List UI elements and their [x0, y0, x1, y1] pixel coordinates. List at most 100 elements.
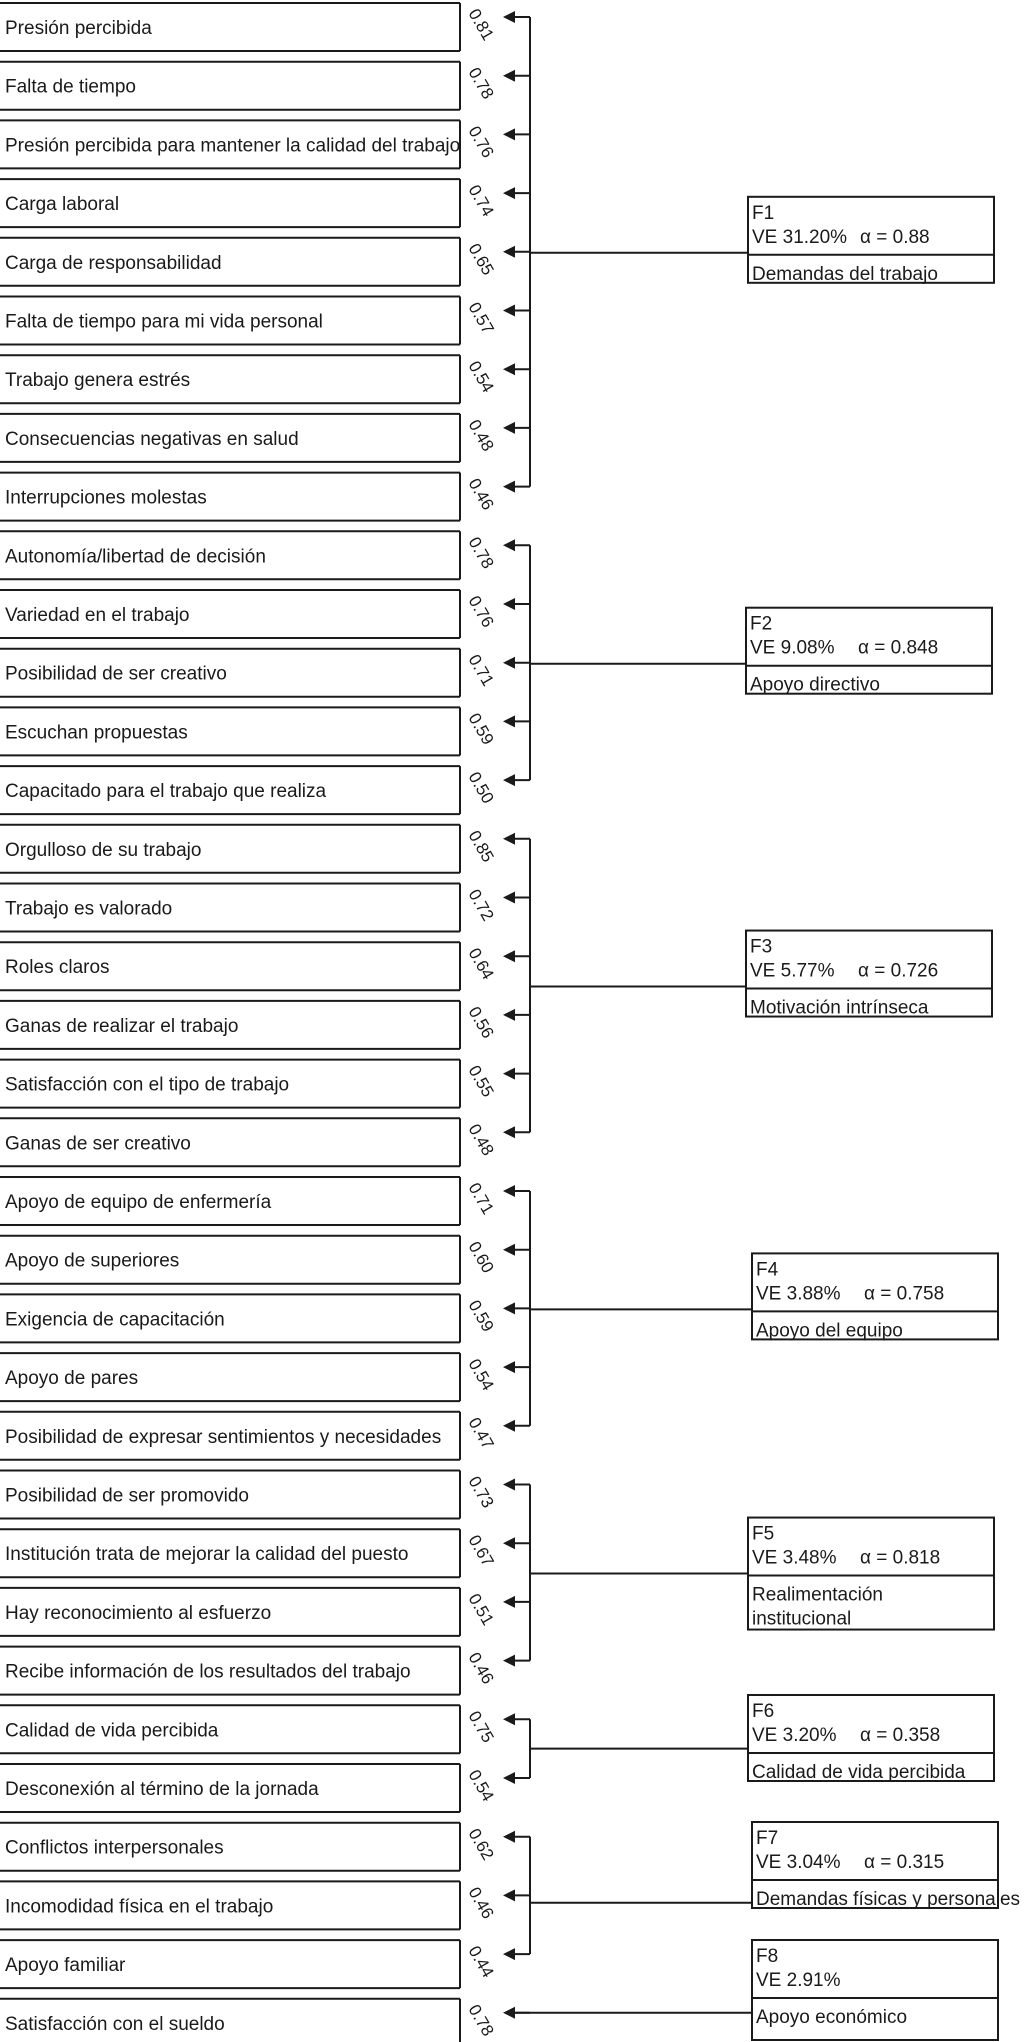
loading-value: 0.57	[465, 299, 498, 337]
item-label: Ganas de realizar el trabajo	[5, 1016, 238, 1037]
item-label: Interrupciones molestas	[5, 488, 207, 509]
loading-value: 0.62	[465, 1825, 498, 1863]
arrow-head	[503, 2006, 515, 2019]
factor-id: F4	[756, 1259, 779, 1280]
loading-value: 0.50	[465, 769, 498, 807]
factor-ve: VE 9.08%	[750, 638, 835, 659]
item-label: Falta de tiempo para mi vida personal	[5, 312, 323, 333]
loading-value: 0.72	[465, 886, 498, 924]
loading-value: 0.48	[465, 1121, 498, 1159]
factor-alpha: α = 0.315	[864, 1852, 944, 1873]
factor-name: Apoyo económico	[756, 2007, 907, 2028]
factor-id: F2	[750, 614, 772, 635]
arrow-head	[503, 1361, 515, 1374]
item-label: Institución trata de mejorar la calidad …	[5, 1544, 408, 1565]
item-label: Satisfacción con el tipo de trabajo	[5, 1075, 289, 1096]
factor-ve: VE 2.91%	[756, 1970, 841, 1991]
arrow-head	[503, 1713, 515, 1726]
item-label: Exigencia de capacitación	[5, 1309, 225, 1330]
loading-value: 0.78	[465, 534, 498, 572]
loading-value: 0.59	[465, 1297, 498, 1335]
item-label: Orgulloso de su trabajo	[5, 840, 201, 861]
item-label: Desconexión al término de la jornada	[5, 1779, 319, 1800]
loading-value: 0.85	[465, 827, 498, 865]
arrow-head	[503, 304, 515, 317]
item-label: Capacitado para el trabajo que realiza	[5, 781, 327, 802]
factor-name: Demandas físicas y personales	[756, 1889, 1020, 1910]
arrow-head	[503, 245, 515, 258]
arrow-head	[503, 1772, 515, 1784]
item-label: Escuchan propuestas	[5, 722, 188, 743]
item-label: Carga laboral	[5, 194, 119, 215]
arrow-head	[503, 421, 515, 434]
factor-box	[751, 1939, 999, 2041]
factor-box	[745, 929, 993, 1018]
item-label: Variedad en el trabajo	[5, 605, 190, 626]
arrow-head	[503, 656, 515, 669]
factor-id: F6	[752, 1701, 774, 1722]
loading-value: 0.78	[465, 64, 498, 102]
loading-value: 0.71	[465, 651, 498, 689]
item-label: Presión percibida	[5, 18, 152, 39]
loading-value: 0.54	[465, 1767, 498, 1805]
factor-name: Motivación intrínseca	[750, 998, 929, 1019]
arrow-head	[503, 1008, 515, 1021]
loading-value: 0.64	[465, 945, 498, 983]
item-label: Posibilidad de ser creativo	[5, 664, 227, 685]
item-label: Recibe información de los resultados del…	[5, 1662, 411, 1683]
loading-value: 0.54	[465, 358, 498, 396]
loading-value: 0.73	[465, 1473, 498, 1511]
item-label: Apoyo familiar	[5, 1955, 126, 1976]
loading-value: 0.48	[465, 416, 498, 454]
factor-alpha: α = 0.758	[864, 1283, 944, 1304]
arrow-head	[503, 1302, 515, 1315]
factor-id: F1	[752, 203, 774, 224]
factor-ve: VE 3.48%	[752, 1548, 837, 1569]
loading-value: 0.55	[465, 1062, 498, 1100]
arrow-head	[503, 891, 515, 904]
arrow-head	[503, 1537, 515, 1550]
item-label: Hay reconocimiento al esfuerzo	[5, 1603, 271, 1624]
arrow-head	[503, 1948, 515, 1961]
item-label: Calidad de vida percibida	[5, 1720, 219, 1741]
loading-value: 0.71	[465, 1180, 498, 1218]
loading-value: 0.59	[465, 710, 498, 748]
factor-name: Apoyo del equipo	[756, 1320, 903, 1341]
factor-name: Realimentación	[752, 1585, 883, 1606]
loading-value: 0.54	[465, 1356, 498, 1394]
item-label: Carga de responsabilidad	[5, 253, 222, 274]
arrow-head	[503, 1830, 515, 1843]
factor-box	[751, 1821, 999, 1909]
arrow-head	[503, 128, 515, 141]
item-label: Apoyo de superiores	[5, 1251, 179, 1272]
factor-id: F8	[756, 1946, 778, 1967]
item-label: Ganas de ser creativo	[5, 1133, 191, 1154]
factor-box	[747, 1694, 995, 1782]
item-label: Consecuencias negativas en salud	[5, 429, 299, 450]
loading-value: 0.60	[465, 1238, 498, 1276]
arrow-head	[503, 1478, 515, 1491]
item-label: Autonomía/libertad de decisión	[5, 546, 266, 567]
loading-value: 0.65	[465, 240, 498, 278]
item-label: Posibilidad de expresar sentimientos y n…	[5, 1427, 441, 1448]
arrow-head	[503, 1067, 515, 1080]
factor-ve: VE 3.88%	[756, 1283, 841, 1304]
item-label: Incomodidad física en el trabajo	[5, 1896, 273, 1917]
arrow-head	[503, 1595, 515, 1608]
arrow-head	[503, 1419, 515, 1432]
arrow-head	[503, 598, 515, 610]
factor-ve: VE 3.20%	[752, 1725, 837, 1746]
item-label: Conflictos interpersonales	[5, 1838, 224, 1859]
item-label: Apoyo de pares	[5, 1368, 138, 1389]
loading-value: 0.47	[465, 1414, 498, 1452]
arrow-head	[503, 11, 515, 23]
loading-value: 0.46	[465, 1649, 498, 1687]
loading-value: 0.46	[465, 475, 498, 513]
arrow-head	[503, 715, 515, 728]
arrow-head	[503, 774, 515, 787]
loading-value: 0.56	[465, 1003, 498, 1041]
item-label: Trabajo es valorado	[5, 899, 172, 920]
arrow-head	[503, 539, 515, 552]
item-label: Posibilidad de ser promovido	[5, 1486, 249, 1507]
